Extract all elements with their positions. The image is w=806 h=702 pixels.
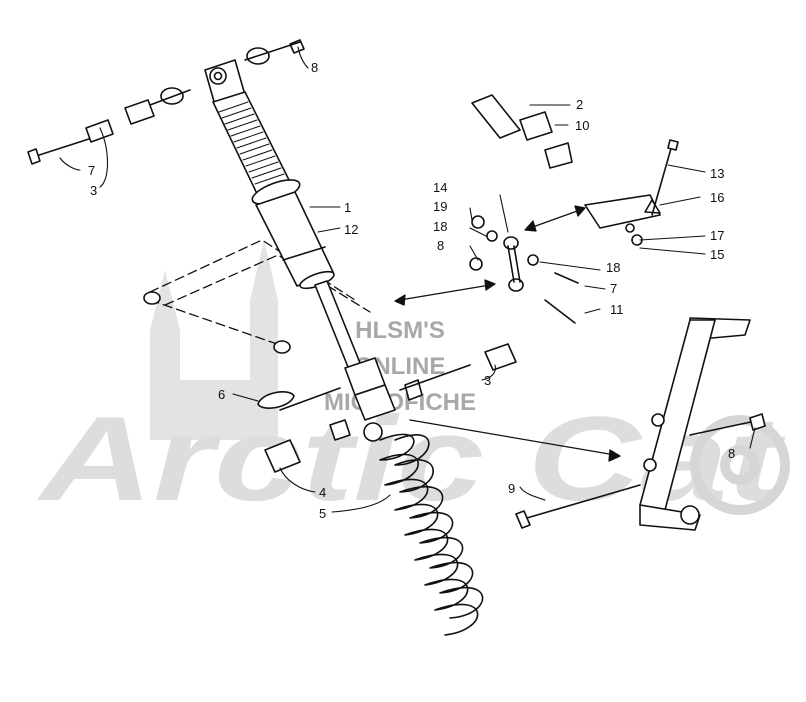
callout-7: 7 [88,163,95,178]
shock-spring-coils [218,101,285,185]
watermark-castle-icon [150,240,278,440]
callout-13: 13 [710,166,724,181]
shock-absorber [204,59,396,442]
callout-3: 3 [90,183,97,198]
linkage-assembly [469,94,679,324]
callout-7: 7 [610,281,617,296]
callout-8: 8 [437,238,444,253]
callout-2: 2 [576,97,583,112]
callout-15: 15 [710,247,724,262]
callout-1: 1 [344,200,351,215]
watermark-line-3: MICROFICHE [324,389,476,416]
callout-17: 17 [710,228,724,243]
callout-12: 12 [344,222,358,237]
callout-19: 19 [433,199,447,214]
watermark-line-1: HLSM'S [355,317,445,344]
callout-3: 3 [484,373,491,388]
callout-5: 5 [319,506,326,521]
watermark-wheel-icon [690,415,790,515]
callout-6: 6 [218,387,225,402]
callouts: 1 2 3 3 4 5 6 7 7 8 8 8 9 10 11 12 13 14… [88,60,735,521]
callout-16: 16 [710,190,724,205]
callout-8: 8 [728,446,735,461]
assembly-arrows [394,205,621,462]
leader-lines [59,46,756,513]
callout-4: 4 [319,485,326,500]
callout-9: 9 [508,481,515,496]
callout-18: 18 [606,260,620,275]
parts-artwork [27,39,766,636]
coil-spring [379,433,484,636]
callout-11: 11 [610,302,624,317]
mount-bracket [639,317,751,531]
callout-10: 10 [575,118,589,133]
callout-18: 18 [433,219,447,234]
callout-8: 8 [311,60,318,75]
callout-14: 14 [433,180,447,195]
